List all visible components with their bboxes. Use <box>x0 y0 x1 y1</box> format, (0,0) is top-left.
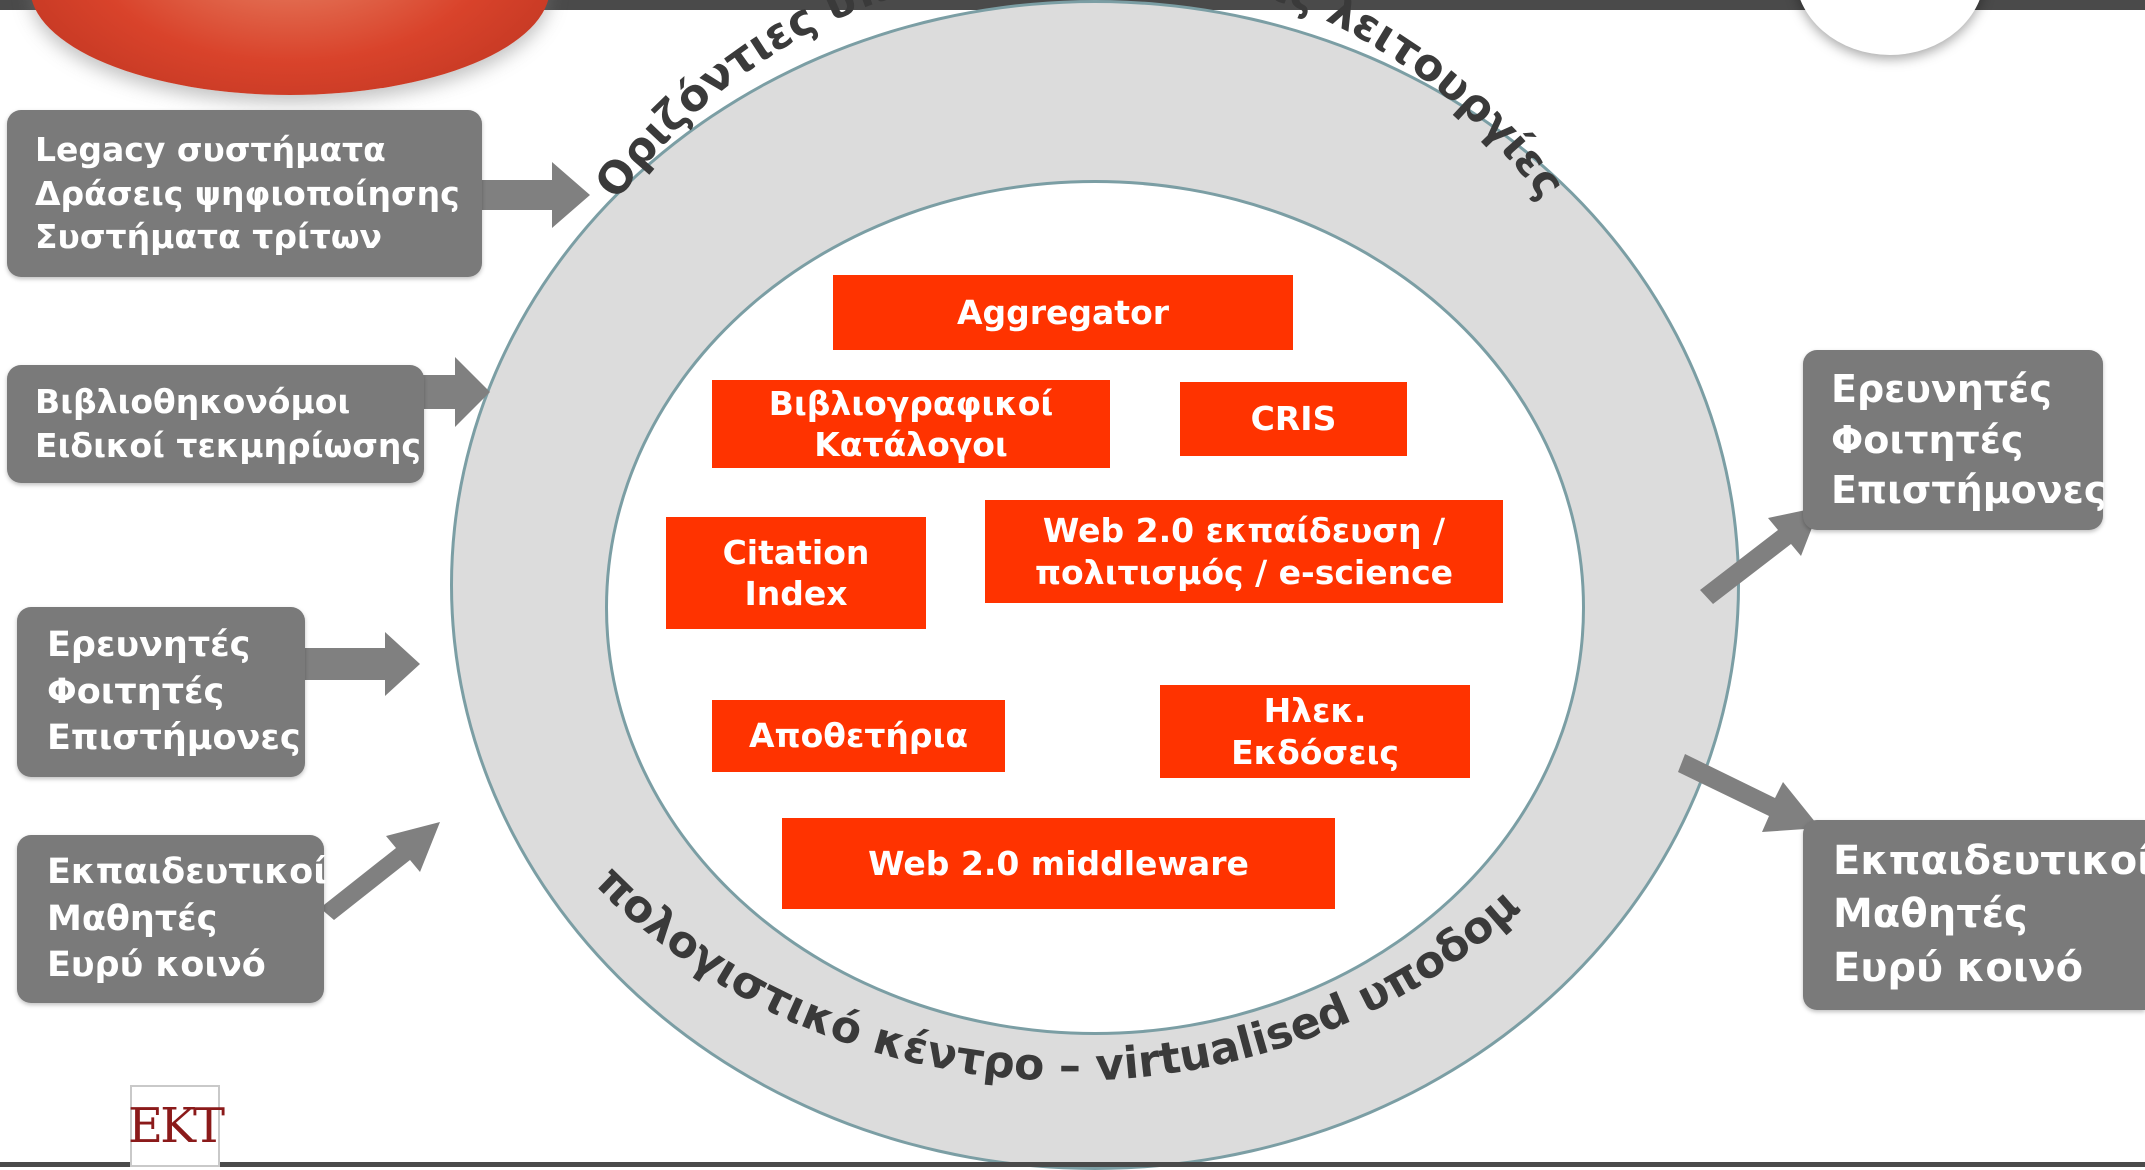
service-label: Κατάλογοι <box>814 425 1008 464</box>
input-box-line: Επιστήμονες <box>47 718 301 759</box>
arrow-input-librarians <box>420 357 490 427</box>
input-box-line: Ερευνητές <box>47 625 251 666</box>
service-bibliographic-catalogues: Βιβλιογραφικοί Κατάλογοι <box>712 380 1110 468</box>
output-box-line: Μαθητές <box>1833 891 2028 938</box>
output-box-line: Επιστήμονες <box>1831 468 2107 513</box>
output-box-line: Ευρύ κοινό <box>1833 944 2084 991</box>
service-citation-index: Citation Index <box>666 517 926 629</box>
input-box-line: Δράσεις ψηφιοποίησης <box>35 173 460 213</box>
logo-text: EKT <box>128 1098 225 1154</box>
service-label: Index <box>744 574 848 613</box>
service-label: Ηλεκ. <box>1263 691 1367 731</box>
input-box-librarians: Βιβλιοθηκονόμοι Ειδικοί τεκμηρίωσης <box>7 365 424 483</box>
input-box-line: Ευρύ κοινό <box>47 945 266 986</box>
output-box-educators: Εκπαιδευτικοί Μαθητές Ευρύ κοινό <box>1803 820 2145 1010</box>
service-electronic-publishing: Ηλεκ. Εκδόσεις <box>1160 685 1470 778</box>
input-box-line: Εκπαιδευτικοί <box>47 852 327 893</box>
service-aggregator: Aggregator <box>833 275 1293 350</box>
service-label: Citation <box>722 532 870 572</box>
service-label: CRIS <box>1250 399 1337 439</box>
input-box-line: Συστήματα τρίτων <box>35 217 383 257</box>
service-label: πολιτισμός / e-science <box>1034 552 1454 592</box>
arrow-input-educators <box>320 822 440 920</box>
arrow-input-researchers <box>300 632 420 696</box>
input-box-line: Legacy συστήματα <box>35 129 386 169</box>
input-box-line: Ειδικοί τεκμηρίωσης <box>35 426 421 465</box>
input-box-line: Μαθητές <box>47 898 218 939</box>
output-box-line: Εκπαιδευτικοί <box>1833 838 2145 885</box>
arrow-input-legacy <box>480 162 590 228</box>
service-label: Εκδόσεις <box>1231 732 1399 772</box>
input-box-legacy-systems: Legacy συστήματα Δράσεις ψηφιοποίησης Συ… <box>7 110 482 277</box>
arrow-output-educators <box>1678 754 1820 832</box>
service-label: Web 2.0 middleware <box>868 843 1249 883</box>
input-box-line: Φοιτητές <box>47 671 225 712</box>
ekt-logo: EKT <box>128 1085 225 1167</box>
output-box-line: Ερευνητές <box>1831 367 2052 412</box>
service-web20-education: Web 2.0 εκπαίδευση / πολιτισμός / e-scie… <box>985 500 1503 603</box>
service-label: Βιβλιογραφικοί <box>768 383 1054 423</box>
output-box-researchers: Ερευνητές Φοιτητές Επιστήμονες <box>1803 350 2107 530</box>
service-web20-middleware: Web 2.0 middleware <box>782 818 1335 909</box>
input-box-line: Βιβλιοθηκονόμοι <box>35 382 351 422</box>
service-label: Αποθετήρια <box>748 716 969 756</box>
input-box-researchers: Ερευνητές Φοιτητές Επιστήμονες <box>17 607 305 777</box>
input-box-educators: Εκπαιδευτικοί Μαθητές Ευρύ κοινό <box>17 835 327 1003</box>
arrow-output-researchers <box>1700 507 1820 604</box>
service-cris: CRIS <box>1180 382 1407 456</box>
service-repositories: Αποθετήρια <box>712 700 1005 772</box>
service-label: Web 2.0 εκπαίδευση / <box>1042 511 1446 551</box>
service-label: Aggregator <box>956 292 1170 332</box>
bottom-bar <box>0 1162 2145 1167</box>
output-box-line: Φοιτητές <box>1831 417 2024 462</box>
